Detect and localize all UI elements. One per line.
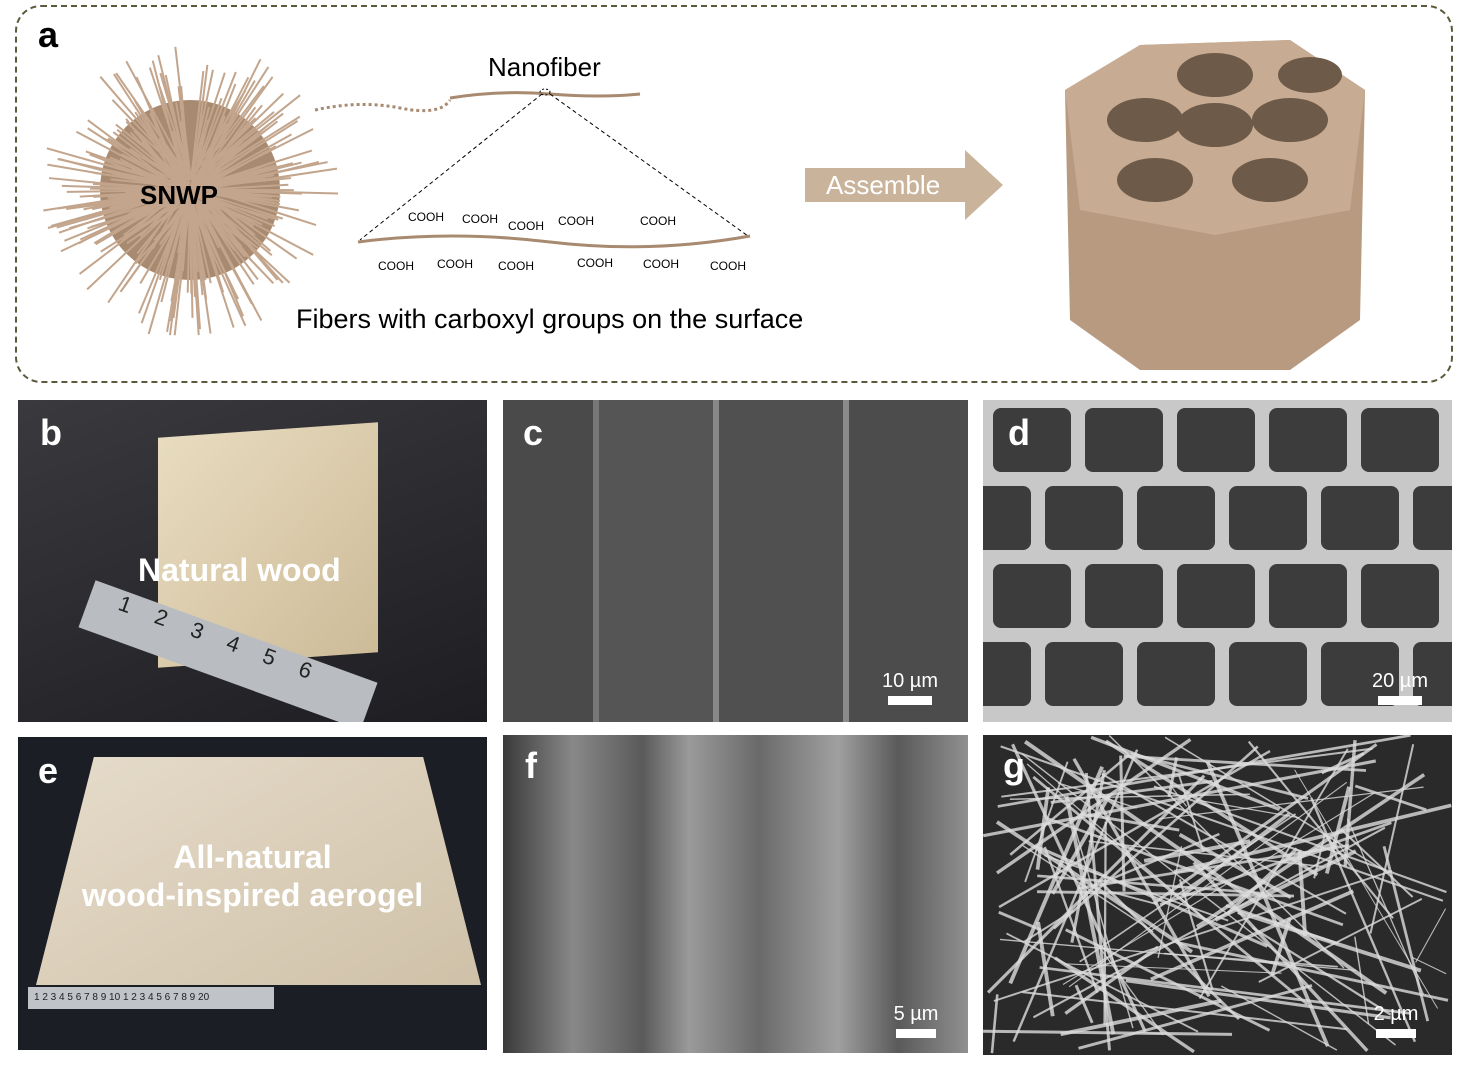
cooh-group-label: COOH	[498, 259, 534, 273]
cell-lumen	[1413, 642, 1452, 706]
panel-g-label: g	[1003, 745, 1025, 786]
cell-lumen	[1321, 642, 1399, 706]
cell-lumen	[1229, 486, 1307, 550]
aerogel-3d-model	[1065, 40, 1365, 370]
cell-lumen	[1177, 408, 1255, 472]
panel-b-label: b	[40, 412, 62, 453]
cell-lumen	[1085, 408, 1163, 472]
scale-text: 10 µm	[882, 670, 938, 692]
panel-c-scale-bar: 10 µm	[875, 670, 945, 705]
cell-lumen	[1137, 486, 1215, 550]
panel-g-sem	[983, 735, 1452, 1055]
scale-text: 20 µm	[1372, 670, 1428, 692]
fibers-caption: Fibers with carboxyl groups on the surfa…	[296, 304, 804, 334]
cell-lumen	[1045, 642, 1123, 706]
cooh-group-label: COOH	[437, 257, 473, 271]
panel-b-photo: 1 2 3 4 5 6	[18, 400, 487, 722]
panel-c-label: c	[523, 412, 544, 453]
cell-lumen	[1177, 564, 1255, 628]
panel-a-frame	[15, 5, 1453, 383]
cooh-group-label: COOH	[408, 210, 444, 224]
cell-lumen	[1045, 486, 1123, 550]
cooh-group-label: COOH	[710, 259, 746, 273]
cell-lumen	[993, 564, 1071, 628]
cooh-group-label: COOH	[508, 219, 544, 233]
cell-lumen	[1269, 564, 1347, 628]
natural-wood-label: Natural wood	[138, 552, 341, 588]
ruler: 1 2 3 4 5 6 7 8 9 10 1 2 3 4 5 6 7 8 9 2…	[28, 987, 274, 1009]
cooh-group-label: COOH	[640, 214, 676, 228]
cell-lumen	[1137, 642, 1215, 706]
cell-lumen	[1361, 408, 1439, 472]
cell-lumen	[1321, 486, 1399, 550]
scale-text: 5 µm	[893, 1003, 939, 1025]
assemble-label: Assemble	[826, 170, 941, 200]
cell-lumen	[983, 486, 1031, 550]
nanofiber-label: Nanofiber	[488, 52, 601, 82]
panel-e-photo: 1 2 3 4 5 6 7 8 9 10 1 2 3 4 5 6 7 8 9 2…	[18, 737, 487, 1050]
cell-lumen	[1229, 642, 1307, 706]
panel-f-scale-bar: 5 µm	[886, 1003, 946, 1038]
cell-lumen	[1413, 486, 1452, 550]
panel-a-label: a	[38, 14, 59, 55]
cooh-group-label: COOH	[577, 256, 613, 270]
panel-f-sem	[503, 735, 968, 1053]
panel-d-scale-bar: 20 µm	[1362, 670, 1438, 705]
panel-c-sem	[503, 400, 968, 722]
aerogel-label-line2: wood-inspired aerogel	[81, 877, 424, 913]
panel-d-label: d	[1008, 412, 1030, 453]
cooh-group-label: COOH	[643, 257, 679, 271]
nanofiber-diagram	[314, 88, 751, 249]
snwp-label: SNWP	[140, 180, 218, 210]
panel-d-sem	[983, 400, 1452, 722]
aerogel-label-line1: All-natural	[173, 839, 332, 875]
scale-text: 2 µm	[1373, 1003, 1419, 1025]
assemble-arrow	[805, 150, 1003, 220]
cell-lumen	[1361, 564, 1439, 628]
panel-g-scale-bar: 2 µm	[1366, 1003, 1426, 1038]
panel-e-label: e	[38, 750, 59, 791]
cell-lumen	[993, 408, 1071, 472]
cell-lumen	[1269, 408, 1347, 472]
cooh-group-label: COOH	[378, 259, 414, 273]
cell-lumen	[1085, 564, 1163, 628]
cell-lumen	[983, 642, 1031, 706]
snwp-particle	[43, 46, 339, 336]
cooh-group-label: COOH	[462, 212, 498, 226]
cooh-group-label: COOH	[558, 214, 594, 228]
panel-f-label: f	[525, 745, 537, 786]
